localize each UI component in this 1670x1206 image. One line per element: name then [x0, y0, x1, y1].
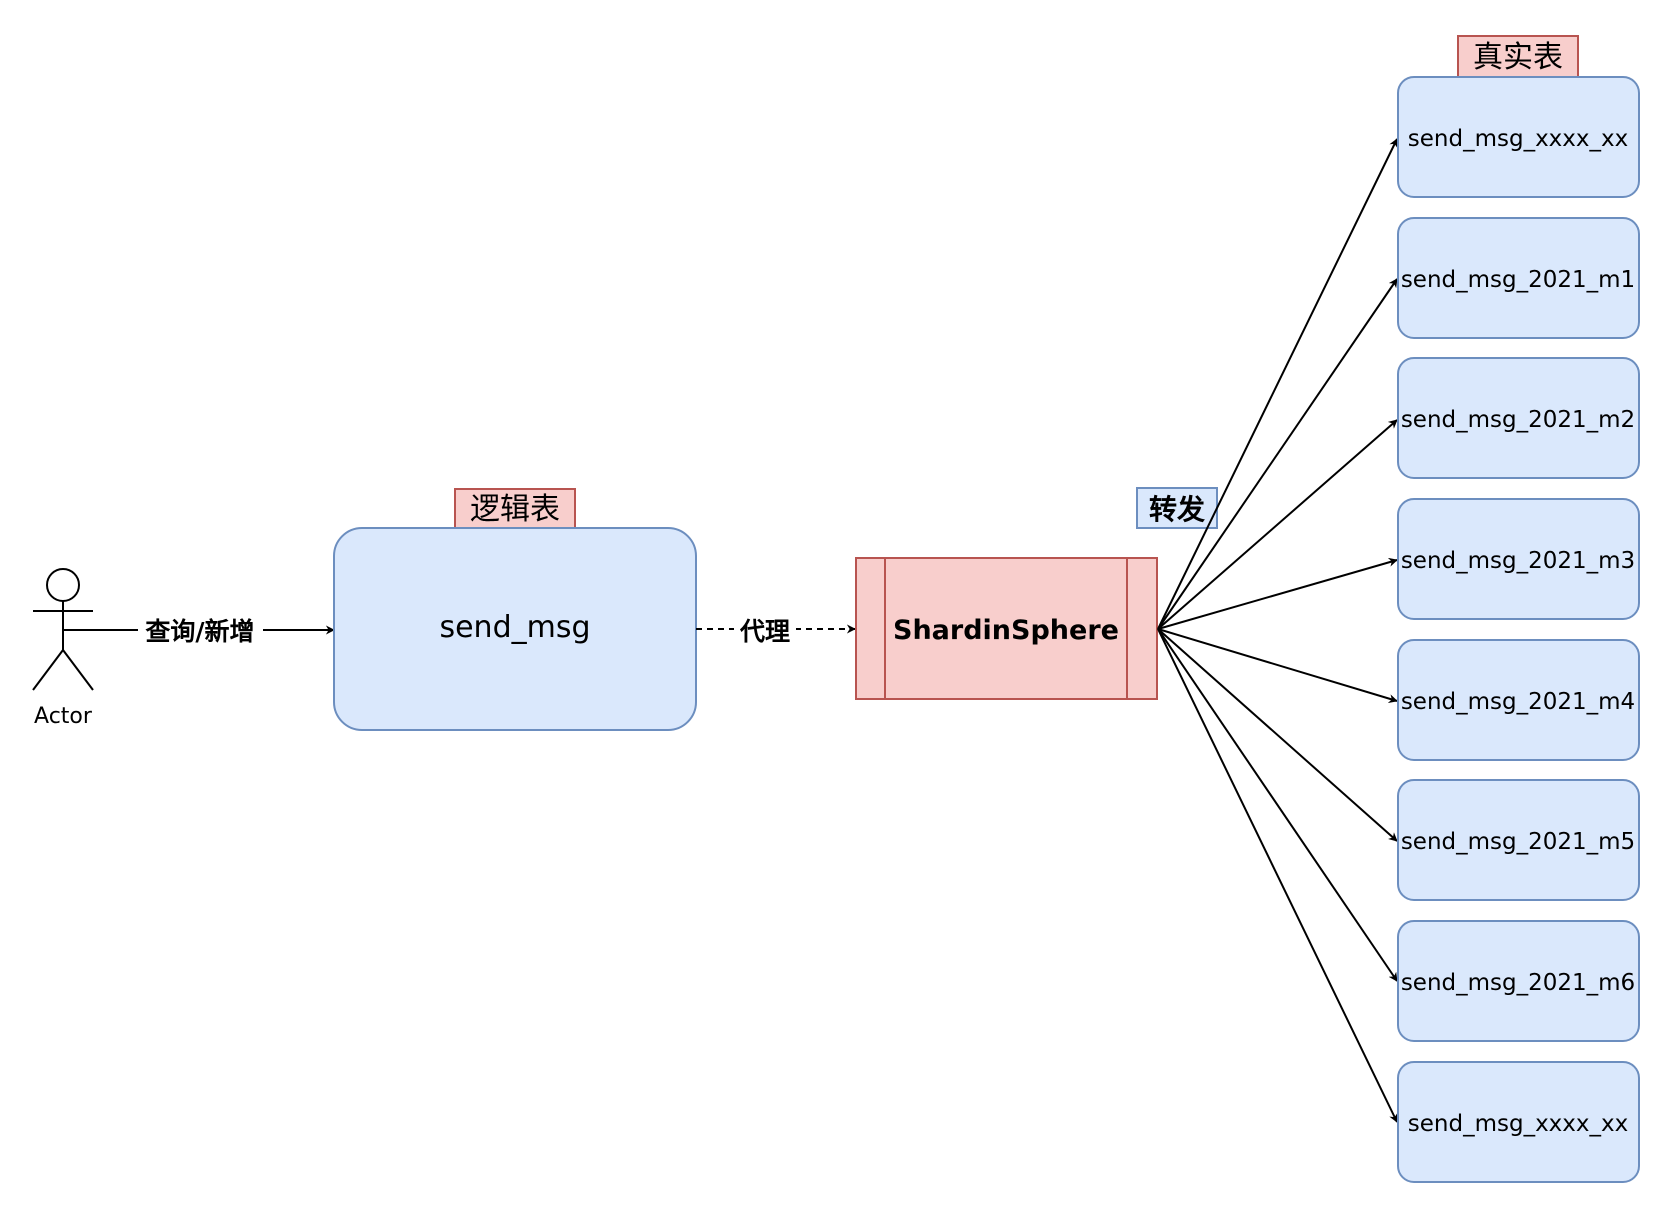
- fanout-edges: [1157, 138, 1398, 1123]
- logical-table-caption: 逻辑表: [470, 492, 560, 527]
- edge-label-bg-query: [138, 612, 263, 646]
- proxy-box[interactable]: [855, 557, 1158, 700]
- edge-label-bg-proxy: [734, 612, 796, 646]
- forward-label-box: [1136, 487, 1218, 529]
- real-table[interactable]: send_msg_2021_m4: [1397, 639, 1640, 761]
- real-table[interactable]: send_msg_2021_m6: [1397, 920, 1640, 1042]
- real-tables-caption: 真实表: [1473, 40, 1563, 75]
- real-table-box: [1397, 920, 1640, 1042]
- real-table[interactable]: send_msg_2021_m5: [1397, 779, 1640, 901]
- edge-to-real-table: [1157, 557, 1398, 630]
- forward-label: 转发: [1149, 493, 1205, 526]
- actor-label: Actor: [34, 704, 93, 729]
- actor-left-leg: [32, 649, 64, 691]
- edge-label-query-insert: 查询/新增: [145, 617, 254, 646]
- proxy-name: ShardinSphere: [893, 615, 1119, 646]
- real-table-box: [1397, 217, 1640, 339]
- real-table-box: [1397, 639, 1640, 761]
- real-table-name: send_msg_2021_m5: [1401, 829, 1635, 855]
- real-table-name: send_msg_xxxx_xx: [1408, 1111, 1628, 1137]
- logical-table-name: send_msg: [439, 610, 590, 645]
- real-table-name: send_msg_2021_m2: [1401, 407, 1635, 433]
- actor-head: [46, 568, 80, 602]
- actor-figure[interactable]: [32, 568, 94, 691]
- real-table-name: send_msg_2021_m6: [1401, 970, 1635, 996]
- real-table[interactable]: send_msg_xxxx_xx: [1397, 1061, 1640, 1183]
- edge-to-real-table: [1157, 628, 1398, 703]
- real-table-box: [1397, 498, 1640, 620]
- edge-to-real-table: [1157, 278, 1398, 630]
- real-table-box: [1397, 357, 1640, 479]
- real-table-box: [1397, 1061, 1640, 1183]
- real-table-name: send_msg_xxxx_xx: [1408, 126, 1628, 152]
- real-table[interactable]: send_msg_2021_m3: [1397, 498, 1640, 620]
- logical-table-caption-box: [454, 488, 576, 529]
- real-table[interactable]: send_msg_xxxx_xx: [1397, 76, 1640, 198]
- real-table-name: send_msg_2021_m3: [1401, 548, 1635, 574]
- edge-to-real-table: [1157, 419, 1398, 630]
- real-table-name: send_msg_2021_m4: [1401, 689, 1635, 715]
- real-table[interactable]: send_msg_2021_m2: [1397, 357, 1640, 479]
- edge-to-real-table: [1157, 628, 1398, 982]
- proxy-box-outer: [855, 557, 1158, 700]
- edge-to-real-table: [1157, 628, 1398, 842]
- actor-right-leg: [62, 649, 94, 691]
- real-tables-caption-box: [1457, 35, 1579, 78]
- edge-label-proxy: 代理: [739, 617, 790, 646]
- real-table-list: send_msg_xxxx_xx send_msg_2021_m1 send_m…: [1397, 76, 1640, 1183]
- edge-to-real-table: [1157, 138, 1398, 630]
- real-table-box: [1397, 76, 1640, 198]
- real-table-name: send_msg_2021_m1: [1401, 267, 1635, 293]
- real-table-box: [1397, 779, 1640, 901]
- edge-to-real-table: [1157, 628, 1398, 1123]
- real-table[interactable]: send_msg_2021_m1: [1397, 217, 1640, 339]
